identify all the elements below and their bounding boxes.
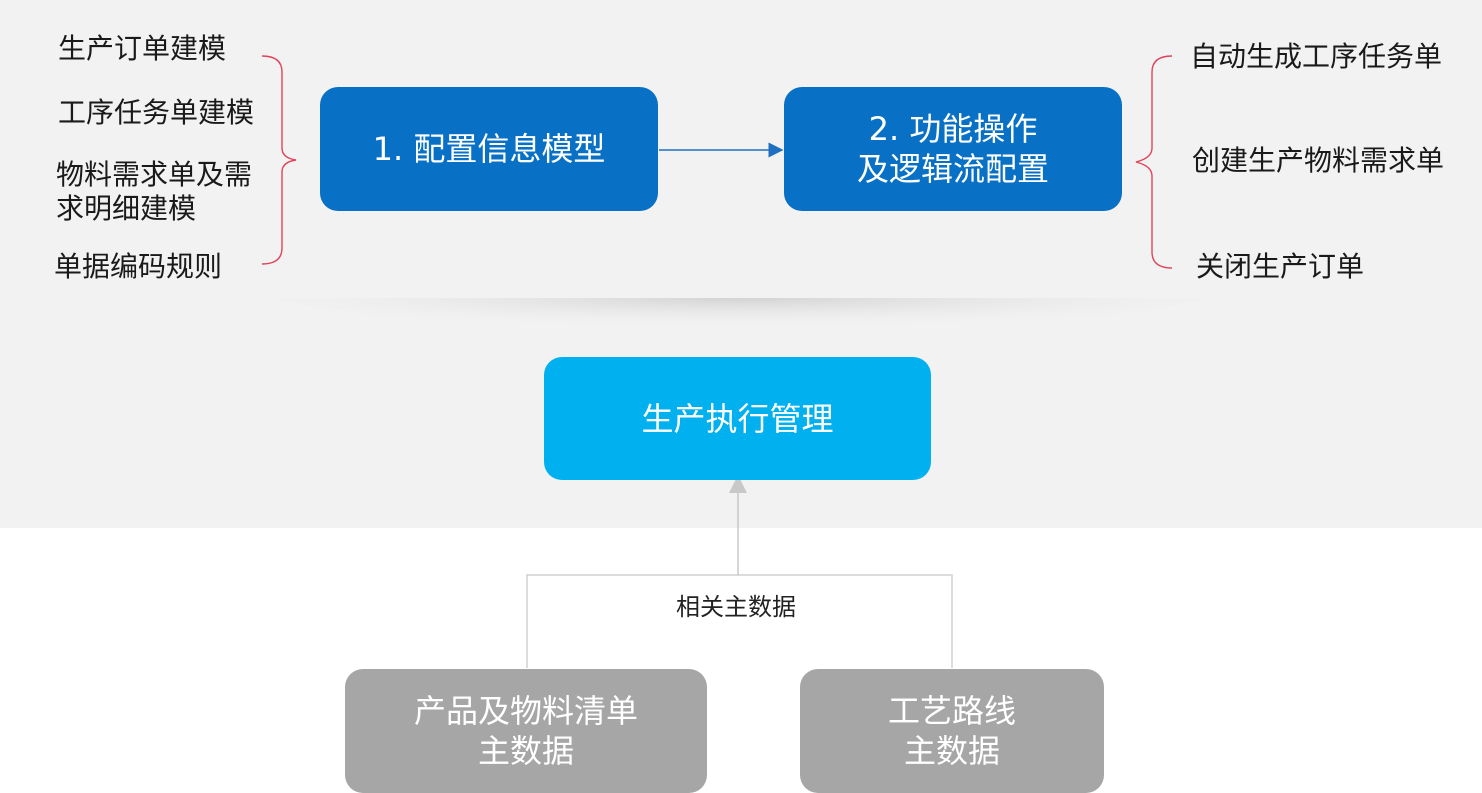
step2-function-logic-box: 2. 功能操作 及逻辑流配置: [784, 87, 1122, 211]
right-item-close-order: 关闭生产订单: [1196, 250, 1365, 283]
step2-label: 2. 功能操作 及逻辑流配置: [856, 110, 1049, 188]
right-item-create-requirement: 创建生产物料需求单: [1192, 144, 1445, 177]
master-data-bom-box: 产品及物料清单 主数据: [345, 669, 707, 793]
master-data-routing-box: 工艺路线 主数据: [800, 669, 1104, 793]
step1-label: 1. 配置信息模型: [372, 130, 606, 168]
right-bracket: [1135, 55, 1173, 269]
right-item-auto-generate: 自动生成工序任务单: [1190, 40, 1443, 73]
left-item-coding-rules: 单据编码规则: [54, 250, 223, 283]
left-bracket: [261, 55, 297, 265]
master-left-label: 产品及物料清单 主数据: [413, 692, 638, 770]
center-production-execution-box: 生产执行管理: [544, 357, 931, 480]
funnel-shadow: [260, 298, 1220, 350]
left-item-task-modeling: 工序任务单建模: [58, 96, 255, 129]
left-item-material-modeling: 物料需求单及需 求明细建模: [56, 158, 253, 225]
center-label: 生产执行管理: [641, 399, 834, 438]
connector-label: 相关主数据: [676, 593, 796, 621]
left-item-order-modeling: 生产订单建模: [58, 32, 227, 65]
master-data-connector: [526, 574, 953, 668]
master-right-label: 工艺路线 主数据: [887, 692, 1016, 770]
step1-config-model-box: 1. 配置信息模型: [320, 87, 658, 211]
